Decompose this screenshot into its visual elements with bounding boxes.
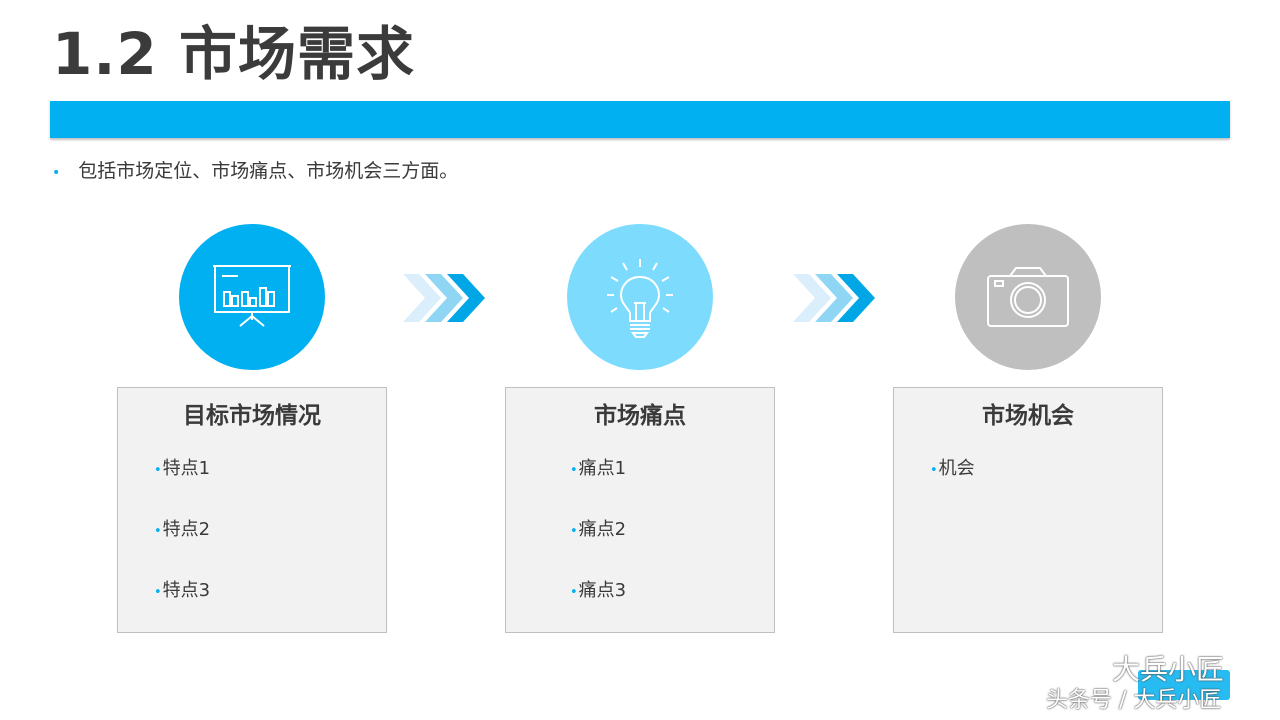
card-title: 目标市场情况 bbox=[183, 403, 321, 429]
intro-bullet: • bbox=[52, 165, 61, 181]
list-item: •机会 bbox=[930, 456, 975, 517]
watermark-source: 头条号 / 大兵小匠 bbox=[1046, 688, 1222, 713]
bullet-dot: • bbox=[154, 585, 162, 600]
watermark: 大兵小匠 头条号 / 大兵小匠 bbox=[1046, 648, 1276, 714]
list-item: •痛点1 bbox=[570, 456, 626, 517]
bullet-dot: • bbox=[570, 524, 578, 539]
card-list: •痛点1 •痛点2 •痛点3 bbox=[570, 456, 626, 639]
list-item: •特点2 bbox=[154, 517, 210, 578]
lightbulb-icon bbox=[607, 259, 673, 338]
list-item: •特点1 bbox=[154, 456, 210, 517]
camera-icon bbox=[987, 267, 1069, 327]
step-1-card: 目标市场情况 •特点1 •特点2 •特点3 bbox=[117, 387, 387, 633]
list-item: •特点3 bbox=[154, 578, 210, 639]
card-list: •机会 bbox=[930, 456, 975, 517]
bullet-dot: • bbox=[570, 585, 578, 600]
step-2-card: 市场痛点 •痛点1 •痛点2 •痛点3 bbox=[505, 387, 775, 633]
watermark-logo bbox=[1138, 670, 1230, 700]
card-title: 市场痛点 bbox=[594, 403, 686, 429]
bullet-dot: • bbox=[930, 463, 938, 478]
bullet-dot: • bbox=[570, 463, 578, 478]
bullet-dot: • bbox=[154, 463, 162, 478]
list-item-text: 机会 bbox=[938, 458, 975, 479]
list-item: •痛点3 bbox=[570, 578, 626, 639]
list-item: •痛点2 bbox=[570, 517, 626, 578]
wechat-icon bbox=[1065, 651, 1105, 680]
watermark-brand: 大兵小匠 bbox=[1112, 653, 1225, 686]
list-item-text: 痛点3 bbox=[578, 580, 627, 601]
slide-title: 1.2 市场需求 bbox=[52, 20, 415, 88]
list-item-text: 特点3 bbox=[162, 580, 211, 601]
presentation-chart-icon bbox=[213, 265, 291, 327]
title-accent-bar bbox=[50, 101, 1230, 138]
card-list: •特点1 •特点2 •特点3 bbox=[154, 456, 210, 639]
intro-text: 包括市场定位、市场痛点、市场机会三方面。 bbox=[78, 160, 459, 182]
step-3-card: 市场机会 •机会 bbox=[893, 387, 1163, 633]
list-item-text: 痛点2 bbox=[578, 519, 627, 540]
card-title: 市场机会 bbox=[982, 403, 1074, 429]
chevron-arrows-icon bbox=[793, 274, 875, 322]
bullet-dot: • bbox=[154, 524, 162, 539]
list-item-text: 特点1 bbox=[162, 458, 211, 479]
chevron-arrows-icon bbox=[403, 274, 485, 322]
step-1-circle bbox=[179, 224, 325, 370]
list-item-text: 痛点1 bbox=[578, 458, 627, 479]
intro-line: • 包括市场定位、市场痛点、市场机会三方面。 bbox=[52, 158, 458, 186]
step-3-circle bbox=[955, 224, 1101, 370]
step-2-circle bbox=[567, 224, 713, 370]
list-item-text: 特点2 bbox=[162, 519, 211, 540]
